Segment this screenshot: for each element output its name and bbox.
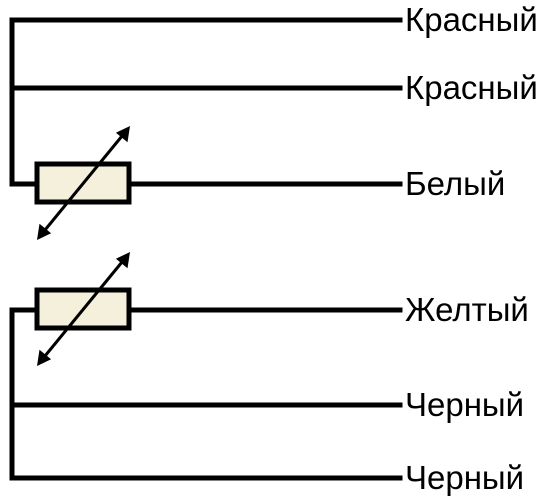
label-wire-6: Черный xyxy=(405,459,524,496)
lower-arrow-shaft xyxy=(43,261,124,357)
lower-adjust-arrow xyxy=(37,252,130,366)
upper-arrow-head-bottom xyxy=(37,223,52,240)
wire-labels: Красный Красный Белый Желтый Черный Черн… xyxy=(405,1,538,496)
label-wire-3: Белый xyxy=(405,165,505,202)
label-wire-1: Красный xyxy=(405,1,538,38)
label-wire-4: Желтый xyxy=(405,291,529,328)
label-wire-5: Черный xyxy=(405,386,524,423)
lower-arrow-head-bottom xyxy=(37,349,52,366)
wire-top-vertical xyxy=(9,17,40,187)
upper-arrow-head-top xyxy=(115,126,130,143)
upper-adjust-arrow xyxy=(37,126,130,240)
upper-circuit xyxy=(9,17,403,240)
label-wire-2: Красный xyxy=(405,69,538,106)
lower-arrow-head-top xyxy=(115,252,130,269)
upper-arrow-shaft xyxy=(43,135,124,231)
lower-circuit xyxy=(9,252,403,481)
wire-bottom-vertical xyxy=(9,307,403,481)
